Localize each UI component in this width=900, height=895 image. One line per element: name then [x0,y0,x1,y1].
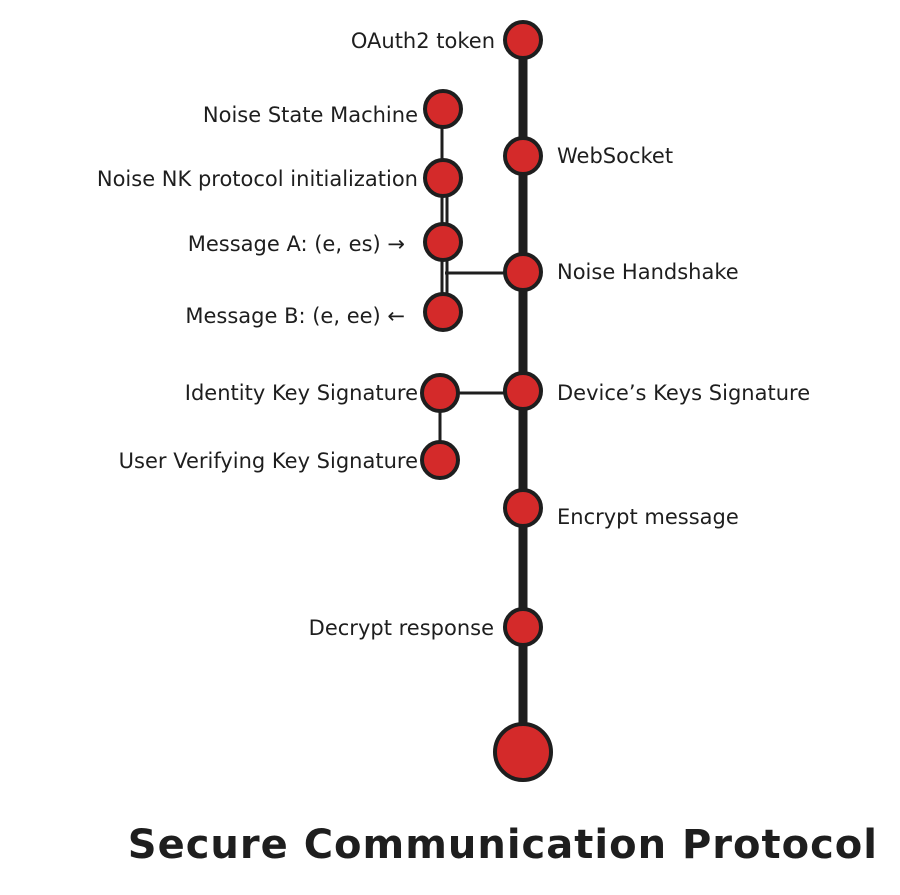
label-noise-state-machine: Noise State Machine [203,103,418,127]
label-decrypt-response: Decrypt response [309,616,494,640]
diagram-title: Secure Communication Protocol [128,822,878,868]
label-oauth2-token: OAuth2 token [351,29,495,53]
label-encrypt-message: Encrypt message [557,505,739,529]
node-encrypt-message [503,488,543,528]
node-message-a [423,222,463,262]
label-identity-key-signature: Identity Key Signature [185,381,418,405]
label-noise-handshake: Noise Handshake [557,260,739,284]
label-message-b: Message B: (e, ee) ← [185,304,405,328]
node-end [493,722,553,782]
node-noise-nk-init [423,158,463,198]
node-decrypt-response [503,607,543,647]
node-identity-key-signature [420,373,460,413]
node-user-verifying-key-signature [420,440,460,480]
node-device-keys-signature [503,371,543,411]
node-oauth2-token [503,20,543,60]
label-message-a: Message A: (e, es) → [188,232,405,256]
label-user-verifying-key-signature: User Verifying Key Signature [119,449,418,473]
node-websocket [503,136,543,176]
node-noise-handshake [503,252,543,292]
label-device-keys-signature: Device’s Keys Signature [557,381,810,405]
node-message-b [423,292,463,332]
node-noise-state-machine [423,89,463,129]
label-websocket: WebSocket [557,144,673,168]
label-noise-nk-init: Noise NK protocol initialization [97,167,418,191]
